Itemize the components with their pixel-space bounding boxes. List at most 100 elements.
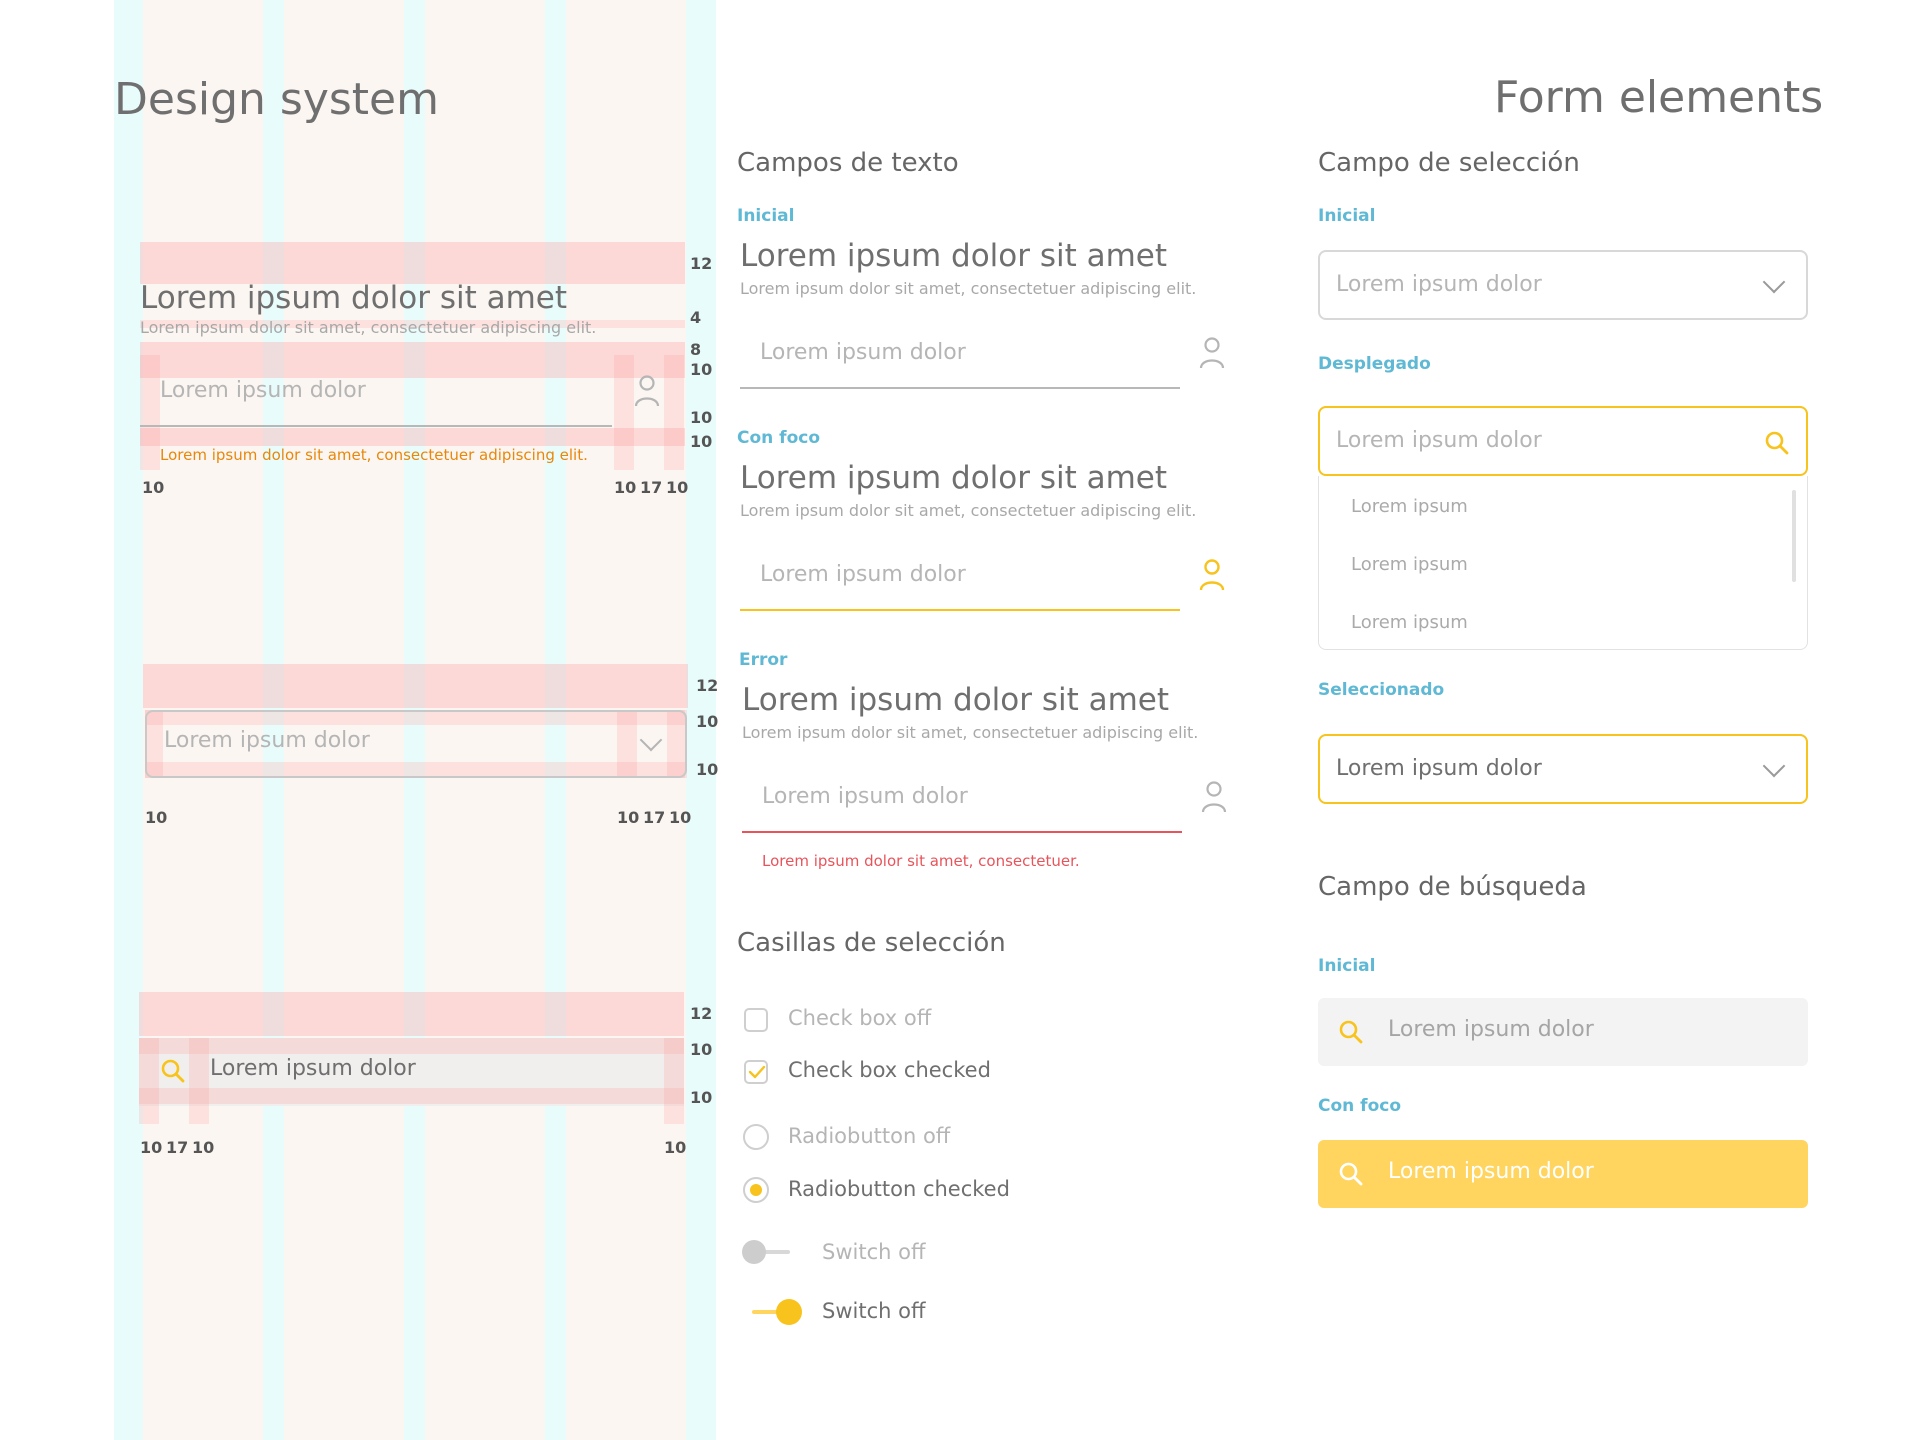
dim-label: 10: [617, 808, 640, 827]
select-state-label: Seleccionado: [1318, 680, 1445, 700]
switch-on[interactable]: [750, 1299, 802, 1325]
spec-helper-text: Lorem ipsum dolor sit amet, consectetuer…: [160, 446, 588, 464]
text-field-state-label: Error: [739, 650, 788, 670]
radio-checked-label: Radiobutton checked: [788, 1177, 1010, 1201]
text-field-underline-focus: [740, 609, 1180, 611]
checkbox-checked[interactable]: [744, 1060, 768, 1084]
search-placeholder: Lorem ipsum dolor: [1388, 1017, 1594, 1042]
dim-label: 10: [690, 408, 713, 427]
dim-label: 10: [664, 1138, 687, 1157]
select-expanded[interactable]: Lorem ipsum dolor: [1318, 406, 1808, 476]
spec-search-placeholder: Lorem ipsum dolor: [210, 1056, 416, 1081]
spec-field-title: Lorem ipsum dolor sit amet: [140, 280, 568, 316]
dim-label: 17: [640, 478, 663, 497]
select-initial[interactable]: Lorem ipsum dolor: [1318, 250, 1808, 320]
select-expanded-placeholder: Lorem ipsum dolor: [1336, 428, 1542, 453]
checkboxes-section-title: Casillas de selección: [737, 928, 1006, 958]
search-initial[interactable]: Lorem ipsum dolor: [1318, 998, 1808, 1066]
search-state-label: Inicial: [1318, 956, 1376, 976]
text-field-title: Lorem ipsum dolor sit amet: [740, 238, 1168, 274]
switch-knob: [742, 1240, 766, 1264]
text-field-title: Lorem ipsum dolor sit amet: [740, 460, 1168, 496]
select-state-label: Desplegado: [1318, 354, 1431, 374]
dim-label: 12: [690, 254, 713, 273]
text-field-error-input[interactable]: Lorem ipsum dolor: [762, 784, 968, 809]
text-field-subtitle: Lorem ipsum dolor sit amet, consectetuer…: [740, 501, 1197, 520]
grid-column: [284, 0, 404, 1440]
text-field-state-label: Inicial: [737, 206, 795, 226]
user-icon: [1199, 559, 1225, 591]
dim-label: 4: [690, 308, 702, 327]
text-field-focus-input[interactable]: Lorem ipsum dolor: [760, 562, 966, 587]
search-focus-value: Lorem ipsum dolor: [1388, 1159, 1594, 1184]
spec-field-placeholder: Lorem ipsum dolor: [160, 378, 366, 403]
checkmark-icon: [748, 1065, 766, 1079]
search-focus[interactable]: Lorem ipsum dolor: [1318, 1140, 1808, 1208]
dim-label: 10: [690, 360, 713, 379]
switch-knob: [776, 1299, 802, 1325]
select-section-title: Campo de selección: [1318, 148, 1580, 178]
search-section-title: Campo de búsqueda: [1318, 872, 1587, 902]
checkbox-checked-label: Check box checked: [788, 1058, 991, 1082]
dim-label: 10: [142, 478, 165, 497]
dim-label: 10: [696, 712, 719, 731]
radio-checked[interactable]: [743, 1177, 769, 1203]
grid-column: [425, 0, 545, 1440]
dim-label: 17: [166, 1138, 189, 1157]
spec-select-box: [145, 710, 687, 778]
dim-label: 10: [690, 432, 713, 451]
spec-field-underline: [140, 425, 612, 427]
grid-column: [566, 0, 686, 1440]
user-icon: [1199, 337, 1225, 369]
dim-label: 17: [643, 808, 666, 827]
select-dropdown-list: Lorem ipsum Lorem ipsum Lorem ipsum: [1318, 476, 1808, 650]
text-field-title: Lorem ipsum dolor sit amet: [742, 682, 1170, 718]
switch-on-label: Switch off: [822, 1299, 926, 1323]
design-system-title: Design system: [114, 74, 439, 125]
search-icon: [161, 1059, 185, 1083]
dim-label: 10: [140, 1138, 163, 1157]
dropdown-option[interactable]: Lorem ipsum: [1351, 612, 1468, 633]
text-field-subtitle: Lorem ipsum dolor sit amet, consectetuer…: [742, 723, 1199, 742]
dropdown-scrollbar[interactable]: [1792, 490, 1796, 582]
dim-label: 10: [690, 1088, 713, 1107]
dropdown-option[interactable]: Lorem ipsum: [1351, 554, 1468, 575]
chevron-down-icon: [1762, 270, 1786, 294]
radio-off[interactable]: [743, 1124, 769, 1150]
search-state-label: Con foco: [1318, 1096, 1402, 1116]
text-fields-section-title: Campos de texto: [737, 148, 959, 178]
dim-label: 10: [690, 1040, 713, 1059]
text-field-error-message: Lorem ipsum dolor sit amet, consectetuer…: [762, 852, 1080, 870]
user-icon: [634, 375, 660, 407]
form-elements-title: Form elements: [1494, 72, 1824, 123]
text-field-underline-error: [742, 831, 1182, 833]
spec-field-subtitle: Lorem ipsum dolor sit amet, consectetuer…: [140, 318, 597, 337]
radio-off-label: Radiobutton off: [788, 1124, 951, 1148]
dim-label: 8: [690, 340, 702, 359]
text-field-state-label: Con foco: [737, 428, 821, 448]
chevron-down-icon: [1762, 754, 1786, 778]
text-field-underline: [740, 387, 1180, 389]
switch-off-label: Switch off: [822, 1240, 926, 1264]
dim-label: 10: [145, 808, 168, 827]
checkbox-off[interactable]: [744, 1008, 768, 1032]
dim-label: 10: [614, 478, 637, 497]
text-field-subtitle: Lorem ipsum dolor sit amet, consectetuer…: [740, 279, 1197, 298]
grid-column: [143, 0, 263, 1440]
dim-label: 12: [690, 1004, 713, 1023]
radio-dot: [750, 1184, 762, 1196]
dropdown-option[interactable]: Lorem ipsum: [1351, 496, 1468, 517]
select-placeholder: Lorem ipsum dolor: [1336, 272, 1542, 297]
spec-search-box: [139, 1038, 684, 1106]
search-icon: [1339, 1020, 1363, 1044]
spec-select-placeholder: Lorem ipsum dolor: [164, 728, 370, 753]
dim-label: 10: [696, 760, 719, 779]
select-selected[interactable]: Lorem ipsum dolor: [1318, 734, 1808, 804]
text-field-initial-input[interactable]: Lorem ipsum dolor: [760, 340, 966, 365]
select-state-label: Inicial: [1318, 206, 1376, 226]
search-icon: [1765, 431, 1789, 455]
search-icon: [1339, 1162, 1363, 1186]
dim-label: 10: [666, 478, 689, 497]
dim-label: 10: [669, 808, 692, 827]
switch-off[interactable]: [742, 1240, 792, 1264]
